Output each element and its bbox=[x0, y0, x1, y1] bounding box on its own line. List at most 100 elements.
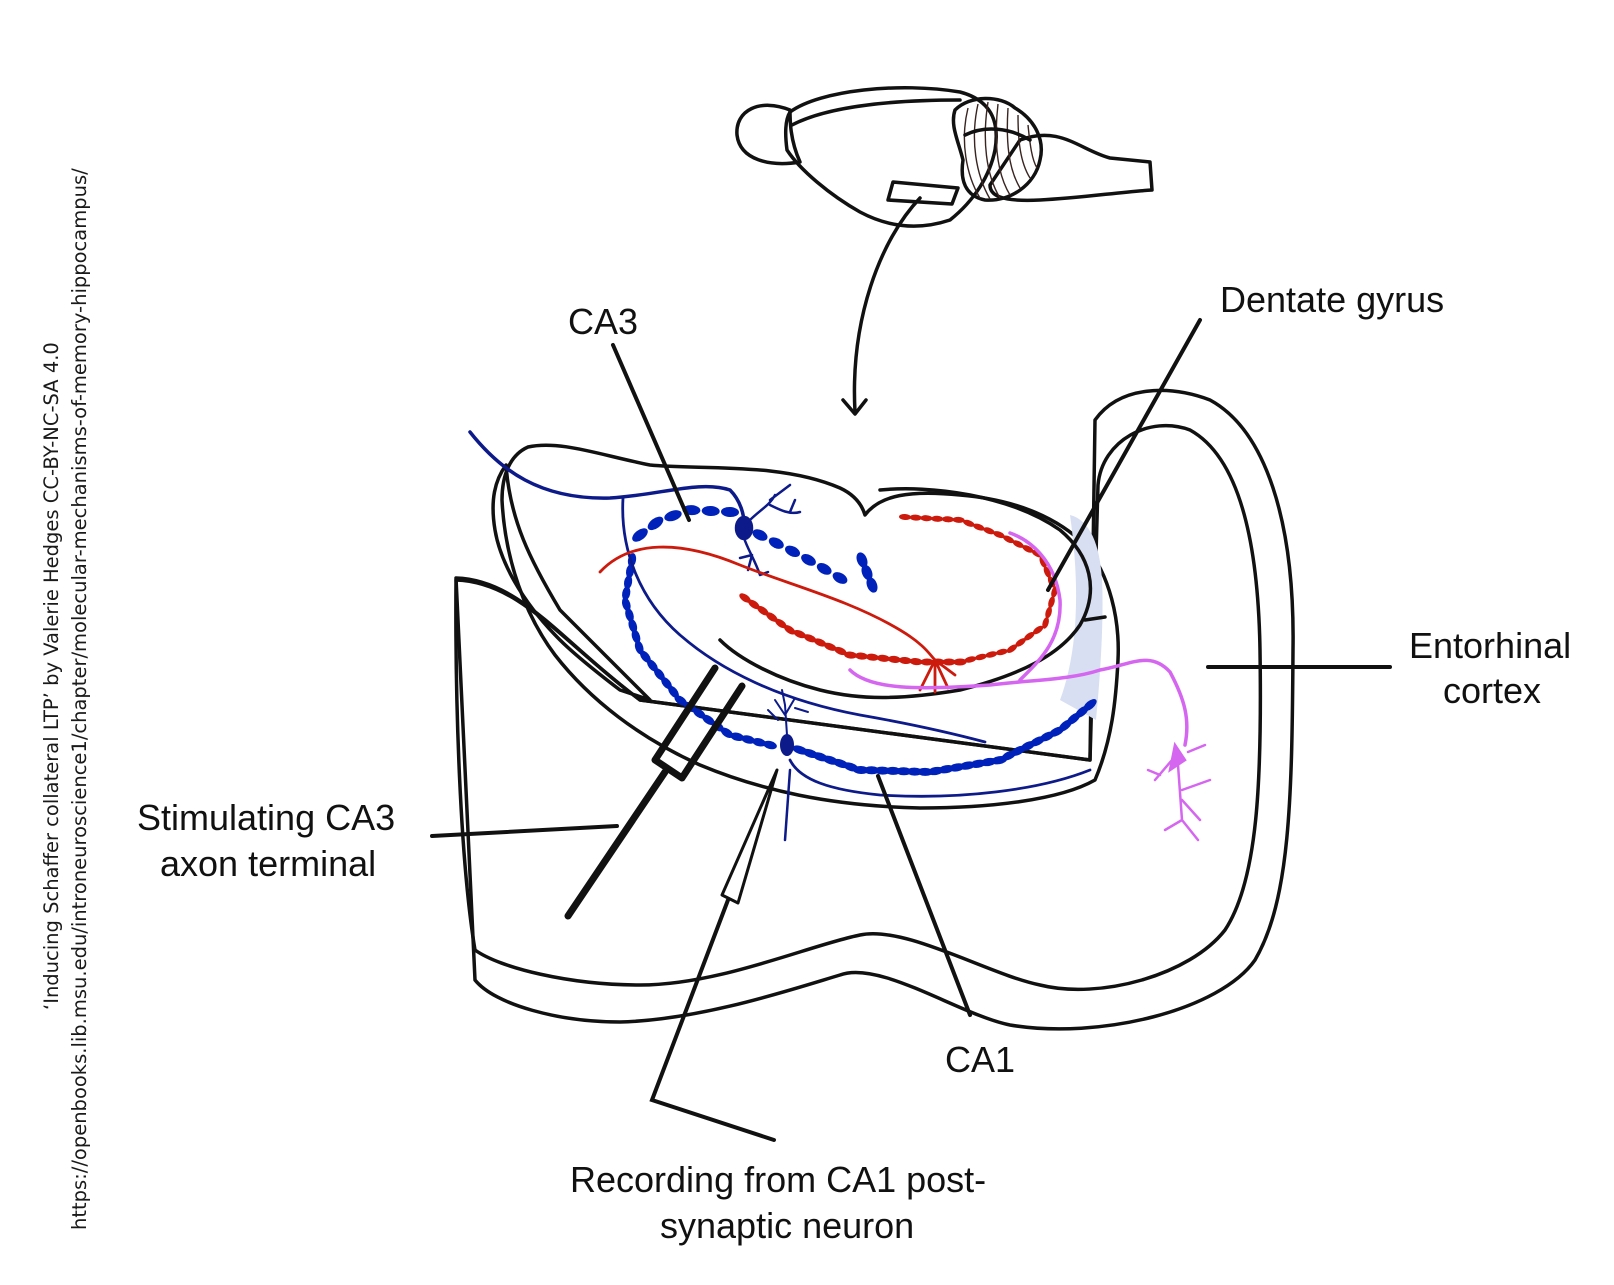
credit-line-2: https://openbooks.lib.msu.edu/introneuro… bbox=[68, 168, 91, 1230]
dg-granule-dot bbox=[1045, 606, 1052, 619]
label-dentate-gyrus: Dentate gyrus bbox=[1220, 279, 1444, 320]
dg-granule-dot bbox=[1022, 545, 1034, 553]
ca-neuron-dot bbox=[647, 659, 658, 672]
label-ca1: CA1 bbox=[945, 1039, 1015, 1080]
ca3-neuron-dot bbox=[768, 537, 784, 549]
dg-granule-dot bbox=[784, 625, 796, 635]
dg-granule-dot bbox=[973, 523, 985, 531]
ca-neuron-dot bbox=[628, 618, 638, 633]
dg-granule-dot bbox=[941, 516, 954, 523]
ca3-neuron bbox=[734, 483, 802, 577]
dg-granule-dot bbox=[1048, 596, 1055, 609]
label-entorhinal-line2: cortex bbox=[1443, 670, 1541, 711]
dg-granule-cell-layer bbox=[739, 513, 1058, 666]
hippocampus-top-face bbox=[500, 443, 1120, 810]
dg-granule-dot bbox=[813, 638, 827, 647]
dg-granule-dot bbox=[757, 605, 769, 616]
ca3-neuron-dot bbox=[632, 528, 648, 542]
dg-granule-dot bbox=[975, 653, 987, 661]
ca3-neuron-dot bbox=[785, 545, 800, 558]
ca3-neuron-dot bbox=[832, 572, 848, 584]
ca-pyramidal-cell-layer bbox=[621, 505, 1097, 776]
dg-granule-dot bbox=[931, 515, 944, 522]
entorhinal-neuron bbox=[1146, 741, 1212, 842]
dg-granule-dot bbox=[1012, 540, 1024, 548]
olfactory-bulb bbox=[735, 103, 802, 166]
ca3-neuron-dot bbox=[866, 577, 878, 593]
ca-neuron-dot bbox=[621, 597, 631, 612]
slice-arrow bbox=[852, 196, 922, 414]
dg-granule-dot bbox=[898, 656, 912, 665]
dg-granule-dot bbox=[963, 519, 975, 527]
dg-granule-dot bbox=[775, 618, 787, 629]
ca3-neuron-dot bbox=[701, 505, 720, 517]
dg-granule-dot bbox=[803, 634, 817, 643]
ca-neuron-dot bbox=[640, 650, 651, 663]
schaffer-collateral-axons bbox=[468, 430, 1092, 842]
dg-granule-dot bbox=[920, 515, 933, 522]
label-recording-line1: Recording from CA1 post- bbox=[570, 1159, 986, 1200]
hippocampus bbox=[468, 430, 1212, 842]
ca3-neuron-dot bbox=[721, 506, 739, 518]
dg-granule-dot bbox=[739, 593, 751, 603]
ca3-neuron-dot bbox=[647, 516, 664, 531]
dg-hilus-region bbox=[1060, 515, 1103, 720]
dg-granule-dot bbox=[834, 646, 847, 656]
labels: CA3 Dentate gyrus Entorhinal cortex Stim… bbox=[137, 279, 1571, 1246]
slice-marker bbox=[886, 180, 960, 206]
dg-granule-dot bbox=[887, 655, 901, 663]
perforant-path-axon bbox=[848, 531, 1189, 747]
dg-granule-dot bbox=[1042, 617, 1049, 629]
dg-granule-dot bbox=[793, 630, 806, 639]
dg-side-tick bbox=[1083, 615, 1107, 622]
dg-granule-dot bbox=[844, 651, 858, 659]
ca-neuron-dot bbox=[623, 575, 633, 590]
ca3-neuron-dot bbox=[752, 529, 768, 541]
ca3-neuron-dot bbox=[664, 510, 682, 522]
ca3-neuron-dot bbox=[816, 563, 832, 575]
cortex-band bbox=[454, 388, 1295, 1031]
cerebrum-ridge bbox=[790, 98, 962, 127]
dg-granule-dot bbox=[909, 658, 923, 666]
dg-granule-dot bbox=[876, 654, 890, 662]
dg-granule-dot bbox=[824, 642, 837, 651]
ca-neuron-dot bbox=[634, 640, 644, 655]
dg-granule-dot bbox=[1051, 586, 1058, 598]
dg-granule-dot bbox=[993, 531, 1005, 539]
dg-granule-dot bbox=[748, 599, 760, 610]
ca-neuron-dot bbox=[702, 714, 715, 726]
ca-neuron-dot bbox=[668, 685, 679, 698]
stimulating-leader bbox=[430, 824, 619, 838]
dg-leader bbox=[1046, 318, 1202, 592]
cerebrum bbox=[784, 85, 998, 228]
brainstem bbox=[988, 133, 1154, 203]
dg-granule-dot bbox=[1024, 631, 1035, 641]
dg-granule-dot bbox=[953, 658, 967, 666]
dg-granule-dot bbox=[1015, 638, 1026, 647]
stimulating-electrode bbox=[564, 664, 746, 920]
ca-neuron-dot bbox=[752, 738, 766, 747]
ca1-neuron bbox=[767, 689, 809, 756]
dg-granule-dot bbox=[995, 648, 1008, 656]
rodent-brain bbox=[735, 85, 1154, 416]
dg-granule-dot bbox=[985, 651, 998, 658]
dg-granule-dot bbox=[1003, 535, 1015, 544]
credit-block: ‘Inducing Schaffer collateral LTP’ by Va… bbox=[40, 168, 91, 1230]
dg-granule-dot bbox=[983, 527, 995, 535]
ca-neuron-dot bbox=[720, 727, 734, 738]
hippocampus-side-face bbox=[491, 463, 652, 702]
leader-lines bbox=[430, 318, 1392, 1142]
arrowhead-icon bbox=[841, 398, 868, 416]
ca-neuron-dot bbox=[631, 629, 641, 644]
dg-granule-dot bbox=[899, 513, 911, 521]
ca1-leader bbox=[876, 774, 972, 1017]
label-stimulating-line2: axon terminal bbox=[160, 843, 376, 884]
dg-granule-dot bbox=[766, 612, 778, 622]
ca-neuron-dot bbox=[763, 740, 777, 750]
ca3-neuron-dot bbox=[801, 554, 816, 566]
ca-neuron-dot bbox=[625, 608, 634, 622]
ca-neuron-dot bbox=[654, 668, 665, 681]
label-entorhinal-line1: Entorhinal bbox=[1409, 625, 1571, 666]
label-recording-line2: synaptic neuron bbox=[660, 1205, 914, 1246]
ca-neuron-dot bbox=[741, 735, 755, 744]
